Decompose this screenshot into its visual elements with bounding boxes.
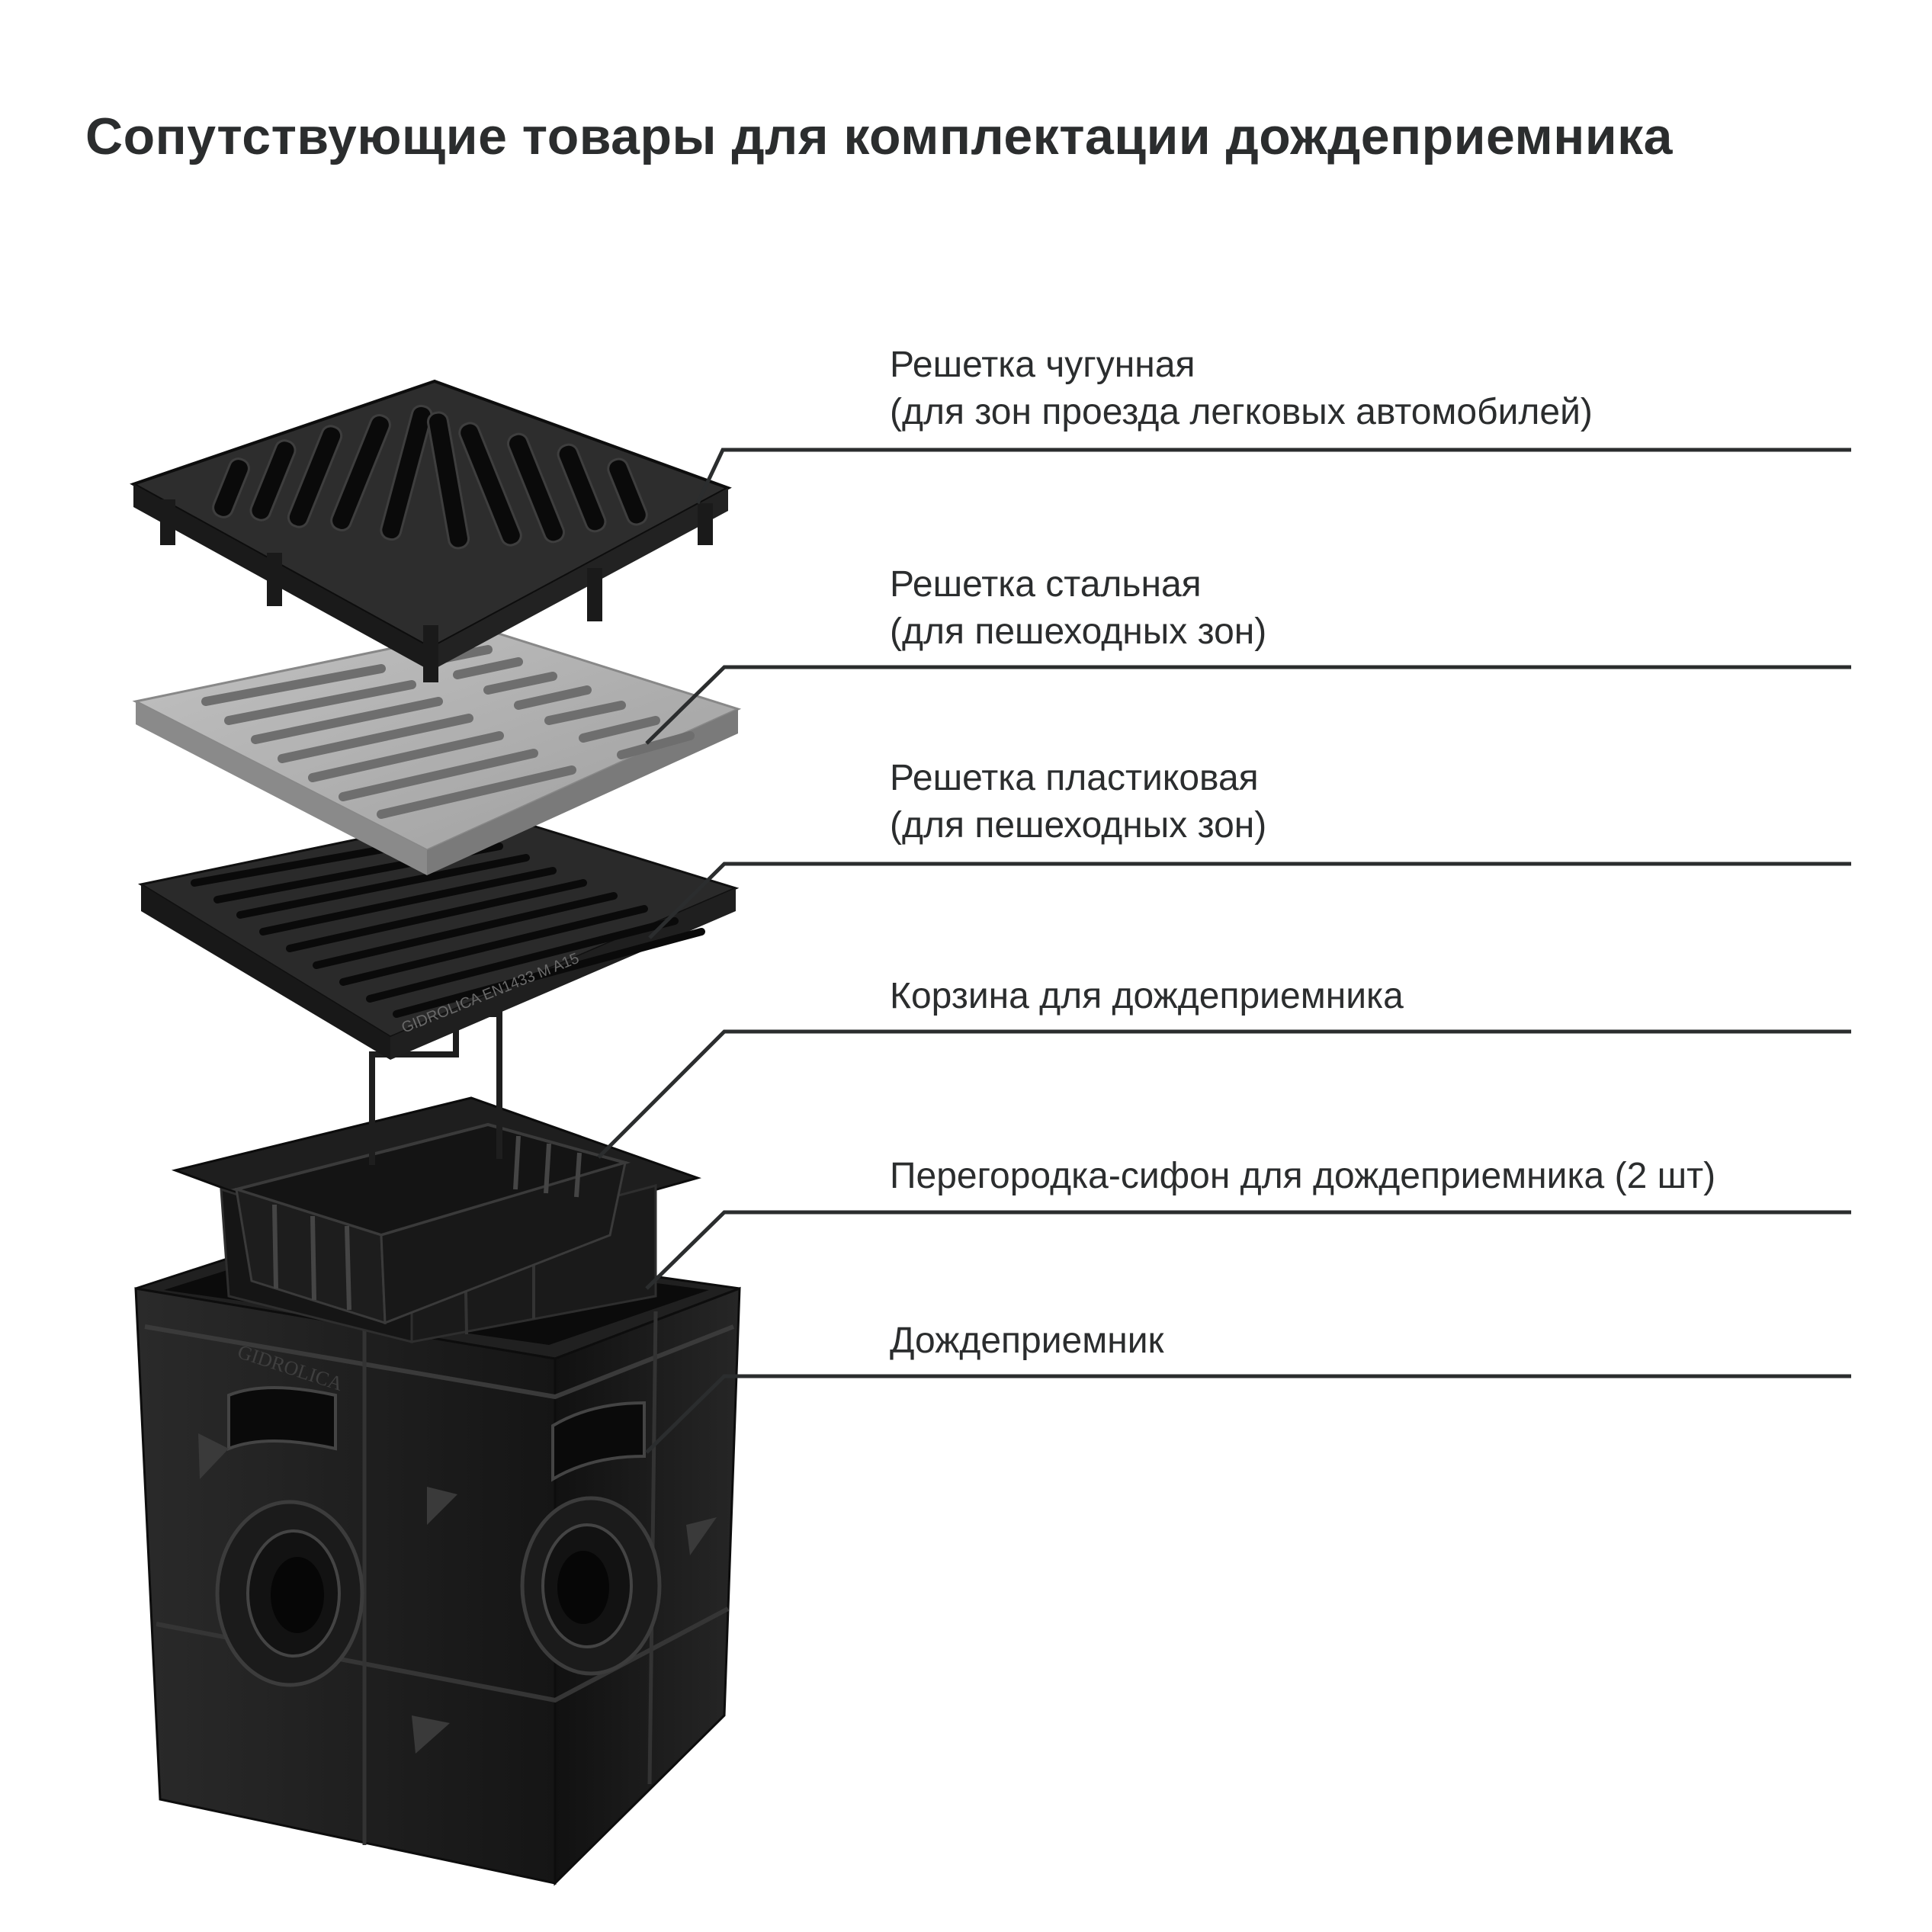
left-outlet-pipe	[215, 1500, 364, 1687]
plastic-grate-name: Решетка пластиковая	[890, 758, 1259, 798]
rain-inlet-name: Дождеприемник	[890, 1321, 1164, 1361]
leader-line-cast-iron-grate	[695, 448, 1851, 505]
cast-iron-grate	[130, 379, 732, 682]
label-siphon: Перегородка-сифон для дождеприемника (2 …	[890, 1153, 1715, 1200]
label-steel-grate: Решетка стальная (для пешеходных зон)	[890, 561, 1266, 656]
right-outlet-pipe	[520, 1496, 662, 1676]
page-title: Сопутствующие товары для комплектации до…	[85, 108, 1673, 165]
siphon-name: Перегородка-сифон для дождеприемника (2 …	[890, 1156, 1716, 1196]
plastic-grate-note: (для пешеходных зон)	[890, 805, 1267, 846]
cast-iron-grate-name: Решетка чугунная	[890, 345, 1195, 385]
label-basket: Корзина для дождеприемника	[890, 973, 1404, 1020]
label-cast-iron-grate: Решетка чугунная (для зон проезда легков…	[890, 342, 1593, 436]
rain-inlet-basket	[230, 1011, 631, 1325]
leader-line-siphon	[645, 1210, 1851, 1290]
leader-line-plastic-grate	[648, 862, 1851, 939]
leader-line-rain-inlet	[645, 1374, 1851, 1454]
label-rain-inlet: Дождеприемник	[890, 1317, 1164, 1365]
steel-grate-name: Решетка стальная	[890, 564, 1202, 605]
steel-grate	[132, 627, 742, 875]
leader-lines	[597, 448, 1851, 1454]
steel-grate-note: (для пешеходных зон)	[890, 611, 1267, 652]
leader-line-steel-grate	[645, 665, 1851, 745]
plastic-grate: GIDROLICA EN1433 M A15	[137, 810, 740, 1060]
label-plastic-grate: Решетка пластиковая (для пешеходных зон)	[890, 755, 1266, 849]
basket-name: Корзина для дождеприемника	[890, 976, 1404, 1016]
cast-iron-grate-note: (для зон проезда легковых автомобилей)	[890, 392, 1593, 432]
leader-line-basket	[597, 1029, 1851, 1159]
